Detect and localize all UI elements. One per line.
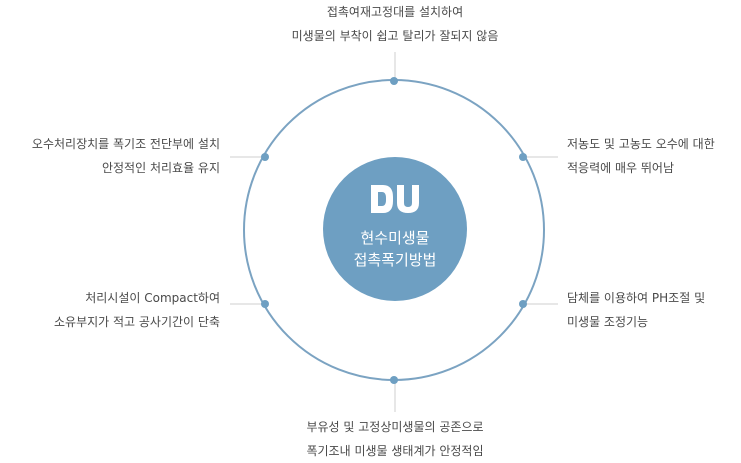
feature-top-left-line1: 오수처리장치를 폭기조 전단부에 설치 — [31, 137, 220, 151]
feature-bottom-right-line1: 담체를 이용하여 PH조절 및 — [567, 291, 706, 305]
ring-dot-bottom — [390, 376, 398, 384]
feature-top-line2: 미생물의 부착이 쉽고 탈리가 잘되지 않음 — [291, 29, 499, 43]
feature-top-right: 저농도 및 고농도 오수에 대한 적응력에 매우 뛰어남 — [567, 132, 741, 180]
center-title-line2: 접촉폭기방법 — [353, 251, 437, 269]
feature-bottom-line2: 폭기조내 미생물 생태계가 안정적임 — [306, 444, 484, 458]
feature-bottom: 부유성 및 고정상미생물의 공존으로 폭기조내 미생물 생태계가 안정적임 — [215, 415, 575, 463]
feature-top: 접촉여재고정대를 설치하여 미생물의 부착이 쉽고 탈리가 잘되지 않음 — [215, 0, 575, 48]
ring-dot-top — [390, 77, 398, 85]
feature-top-line1: 접촉여재고정대를 설치하여 — [326, 5, 464, 19]
feature-top-left: 오수처리장치를 폭기조 전단부에 설치 안정적인 처리효율 유지 — [0, 132, 220, 180]
feature-bottom-line1: 부유성 및 고정상미생물의 공존으로 — [306, 420, 484, 434]
ring-dot-top-left — [261, 153, 269, 161]
center-title: 현수미생물 접촉폭기방법 — [323, 227, 467, 271]
ring-dot-top-right — [519, 153, 527, 161]
center-circle: 현수미생물 접촉폭기방법 — [323, 157, 467, 301]
feature-bottom-left: 처리시설이 Compact하여 소유부지가 적고 공사기간이 단축 — [0, 286, 220, 334]
feature-bottom-left-line1: 처리시설이 Compact하여 — [85, 291, 220, 305]
center-title-line1: 현수미생물 — [360, 229, 430, 247]
ring-dot-bottom-right — [519, 300, 527, 308]
feature-top-right-line2: 적응력에 매우 뛰어남 — [567, 161, 674, 175]
feature-bottom-right: 담체를 이용하여 PH조절 및 미생물 조정기능 — [567, 286, 741, 334]
feature-bottom-left-line2: 소유부지가 적고 공사기간이 단축 — [53, 315, 220, 329]
feature-bottom-right-line2: 미생물 조정기능 — [567, 315, 649, 329]
feature-top-right-line1: 저농도 및 고농도 오수에 대한 — [567, 137, 715, 151]
du-logo-icon — [371, 185, 419, 213]
feature-top-left-line2: 안정적인 처리효율 유지 — [101, 161, 220, 175]
ring-dot-bottom-left — [261, 300, 269, 308]
